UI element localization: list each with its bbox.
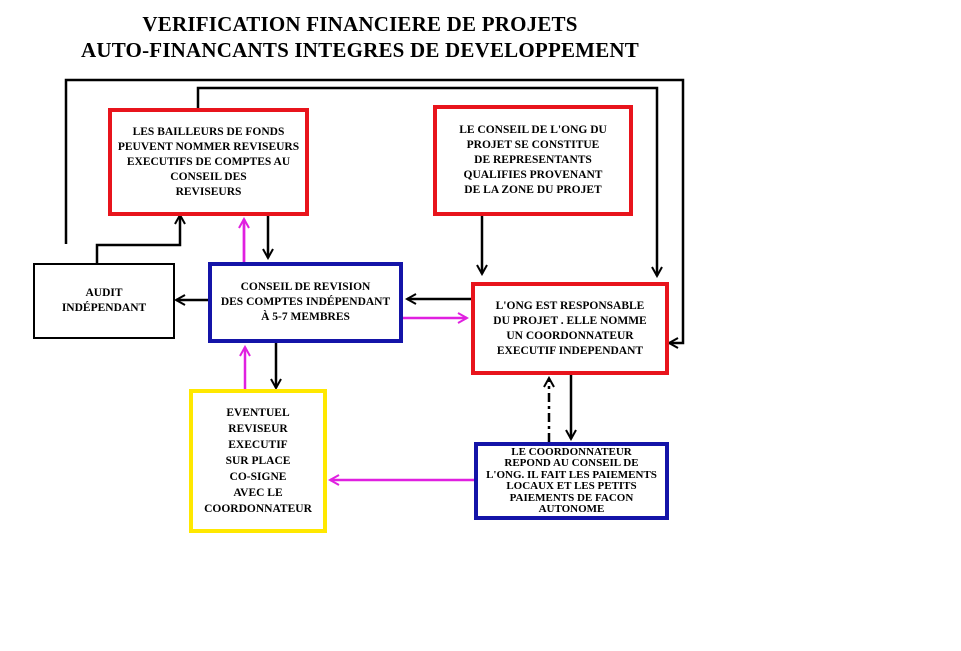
box-conseil-ong: LE CONSEIL DE L'ONG DU PROJET SE CONSTIT… [433, 105, 633, 216]
box-ong-responsable: L'ONG EST RESPONSABLE DU PROJET . ELLE N… [471, 282, 669, 375]
box-eventuel-reviseur: EVENTUEL REVISEUR EXECUTIF SUR PLACE CO-… [189, 389, 327, 533]
diagram-title-line-1: VERIFICATION FINANCIERE DE PROJETS [142, 12, 578, 36]
box-conseil-de-revision: CONSEIL DE REVISION DES COMPTES INDÉPEND… [208, 262, 403, 343]
box-bailleurs-de-fonds: LES BAILLEURS DE FONDS PEUVENT NOMMER RE… [108, 108, 309, 216]
box-audit-independant: AUDIT INDÉPENDANT [33, 263, 175, 339]
arrow-audit-to-ong [64, 78, 685, 343]
diagram-title-line-2: AUTO-FINANCANTS INTEGRES DE DEVELOPPEMEN… [81, 38, 639, 62]
box-coordonnateur: LE COORDONNATEUR REPOND AU CONSEIL DE L'… [474, 442, 669, 520]
arrow-bailleurs-to-ong [196, 86, 657, 276]
arrow-audit-to-bailleurs [95, 215, 180, 263]
